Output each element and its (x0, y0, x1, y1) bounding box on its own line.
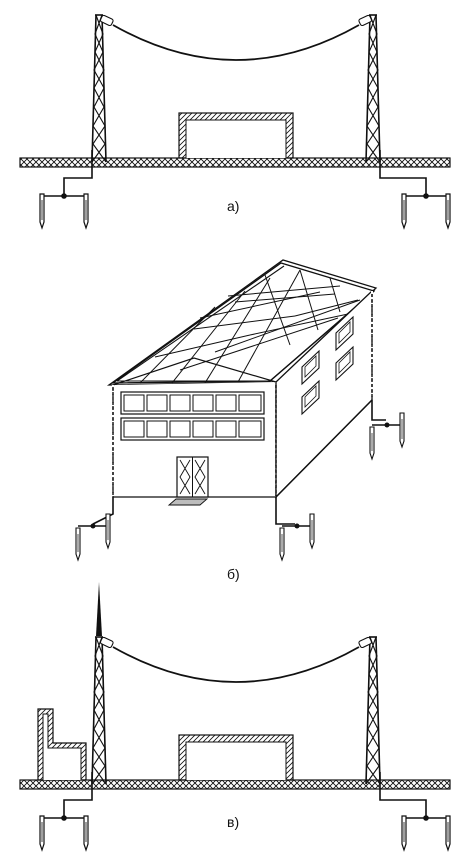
lightning-rod (96, 582, 102, 636)
overhead-ground-wire (99, 636, 373, 683)
protected-building (178, 734, 294, 781)
lightning-mast-left (91, 14, 107, 163)
earth-electrodes-right (401, 814, 451, 851)
stepped-structure (37, 708, 87, 781)
figure-c-label: в) (227, 814, 239, 830)
down-conductor-right (379, 772, 427, 818)
lightning-mast-right (365, 14, 381, 163)
entrance-door (167, 456, 209, 506)
ground-strip (19, 157, 451, 168)
earth-electrodes-left (39, 814, 89, 851)
earth-electrodes-right (401, 192, 451, 229)
figure-b-label: б) (227, 566, 240, 582)
figure-a: а) (19, 14, 451, 229)
overhead-ground-wire (99, 14, 373, 61)
down-conductor-left (63, 772, 93, 818)
lightning-mast-left (91, 636, 107, 785)
front-windows (120, 391, 265, 441)
figure-a-label: а) (227, 198, 239, 214)
down-conductor-left (63, 150, 93, 196)
figure-c: в) (19, 582, 451, 851)
down-conductor-right (379, 150, 427, 196)
figure-b: б) (75, 259, 405, 582)
earth-electrodes-left (39, 192, 89, 229)
protected-building (178, 112, 294, 159)
lightning-mast-right (365, 636, 381, 785)
ground-strip (19, 779, 451, 790)
house-earthing (75, 294, 405, 561)
